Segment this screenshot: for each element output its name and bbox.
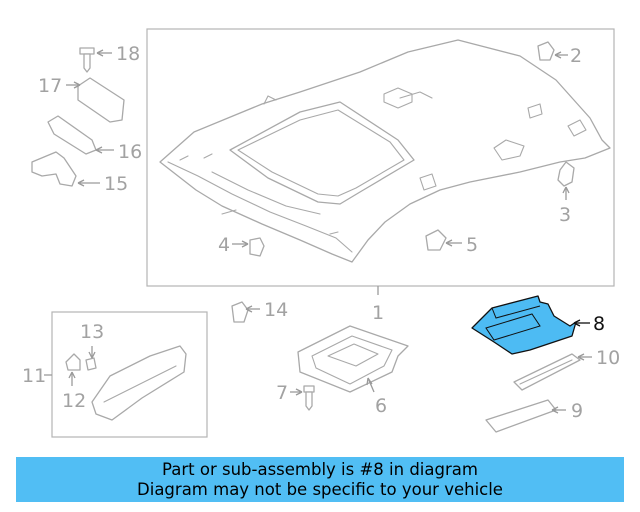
callout-15: 15 — [104, 173, 128, 195]
callout-1: 1 — [372, 302, 384, 324]
leader-lines — [44, 49, 592, 414]
callout-6: 6 — [375, 395, 387, 417]
headliner-part — [159, 39, 611, 263]
grab-handle-15 — [31, 151, 77, 187]
callout-10: 10 — [596, 347, 620, 369]
info-banner: Part or sub-assembly is #8 in diagram Di… — [16, 457, 624, 502]
callout-16: 16 — [118, 141, 142, 163]
clip-13 — [85, 357, 97, 371]
callout-9: 9 — [571, 400, 583, 422]
clip-2 — [537, 41, 555, 61]
screw-18 — [79, 47, 95, 73]
callout-8: 8 — [593, 313, 605, 335]
clip-5 — [425, 229, 447, 251]
banner-line-2: Diagram may not be specific to your vehi… — [137, 479, 503, 499]
callout-12: 12 — [62, 390, 86, 412]
callout-14: 14 — [264, 299, 288, 321]
lamp-lens-9 — [485, 399, 557, 433]
bracket-17 — [77, 77, 125, 123]
callout-13: 13 — [80, 321, 104, 343]
screw-7 — [303, 385, 315, 411]
sunvisor-11 — [91, 345, 187, 421]
overhead-console — [297, 325, 409, 393]
callout-labels: 1 2 3 4 5 6 7 8 9 10 11 12 13 14 15 16 1… — [22, 43, 620, 422]
clip-3 — [557, 161, 575, 187]
banner-line-1: Part or sub-assembly is #8 in diagram — [162, 459, 478, 479]
callout-4: 4 — [218, 234, 230, 256]
clip-14 — [231, 301, 249, 323]
callout-17: 17 — [38, 75, 62, 97]
bracket-8-highlighted — [471, 295, 577, 355]
clip-4 — [249, 237, 265, 257]
callout-3: 3 — [559, 204, 571, 226]
clip-12 — [65, 353, 81, 371]
callout-5: 5 — [466, 234, 478, 256]
headliner-frame — [146, 28, 615, 287]
callout-18: 18 — [116, 43, 140, 65]
callout-11: 11 — [22, 365, 46, 387]
callout-2: 2 — [570, 45, 582, 67]
grab-handle-16 — [47, 115, 97, 155]
callout-7: 7 — [276, 382, 288, 404]
